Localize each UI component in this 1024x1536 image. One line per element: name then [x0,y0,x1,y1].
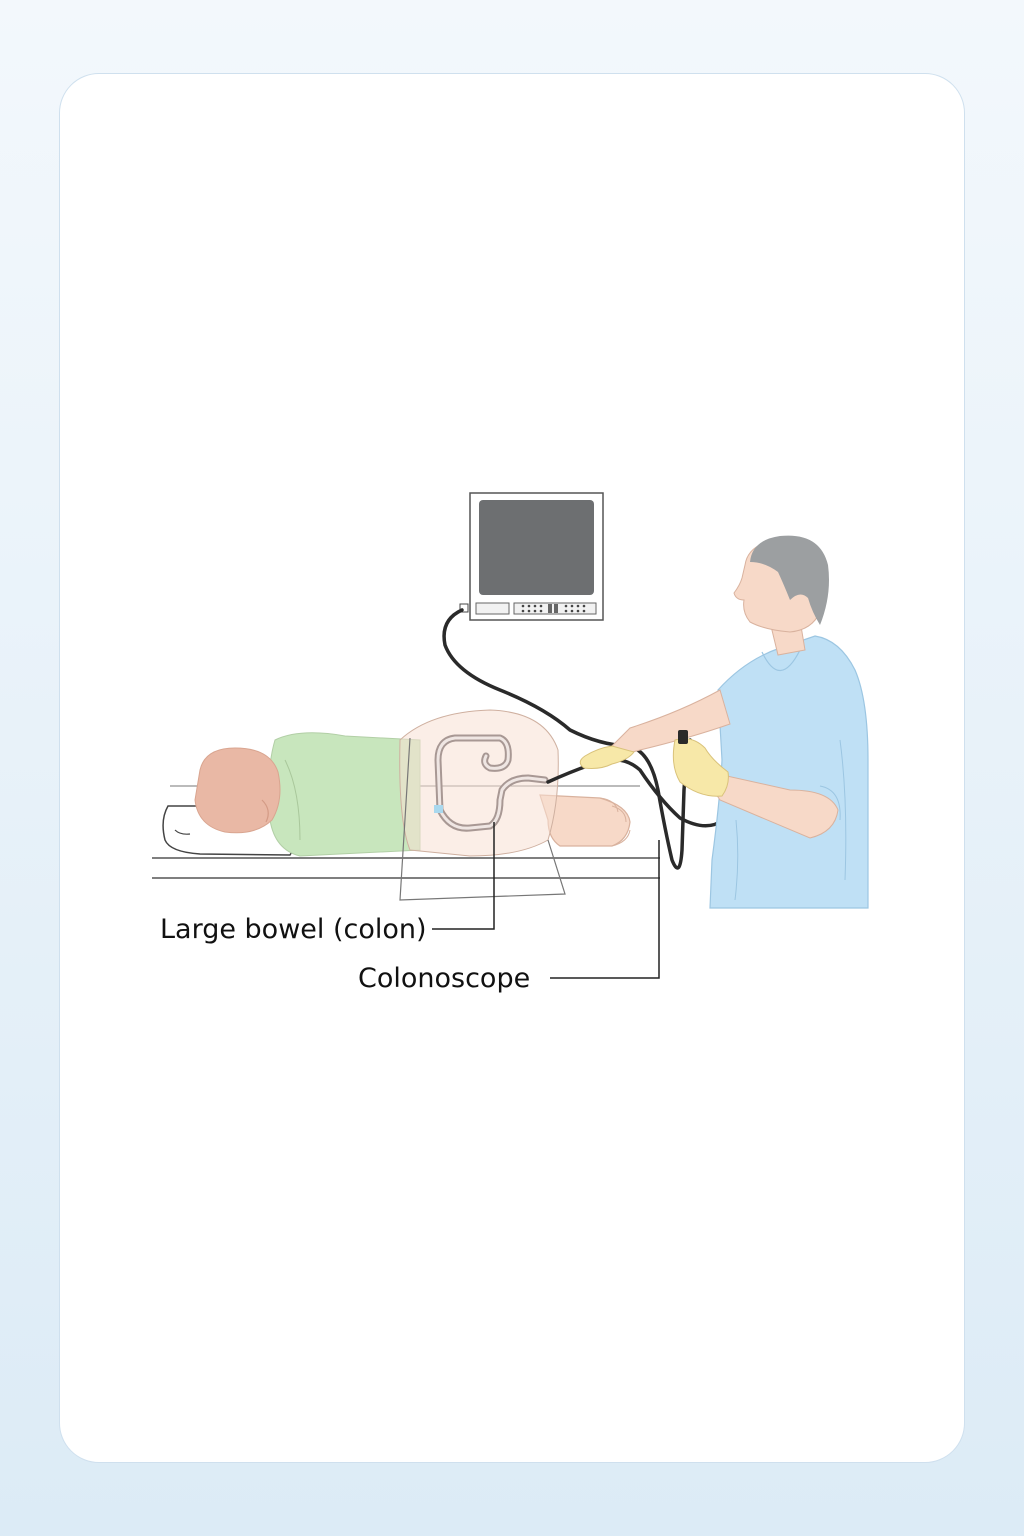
patient-torso [268,732,421,857]
leader-line-colonoscope [550,840,660,979]
hip-overlay [399,709,559,857]
cutaway-box [399,737,566,901]
doctor [579,535,869,909]
doctor-gown [709,635,869,909]
monitor [459,492,604,621]
monitor-screen [479,500,594,595]
patient-legs [539,794,631,847]
glove-left [579,745,635,769]
label-colonoscope: Colonoscope [358,963,530,994]
glove-right [672,738,729,797]
label-large-bowel: Large bowel (colon) [160,914,427,945]
scope-tip-highlight [434,805,443,813]
patient-head [194,747,281,834]
doctor-hair [750,535,829,625]
leader-line-large-bowel [432,822,495,930]
